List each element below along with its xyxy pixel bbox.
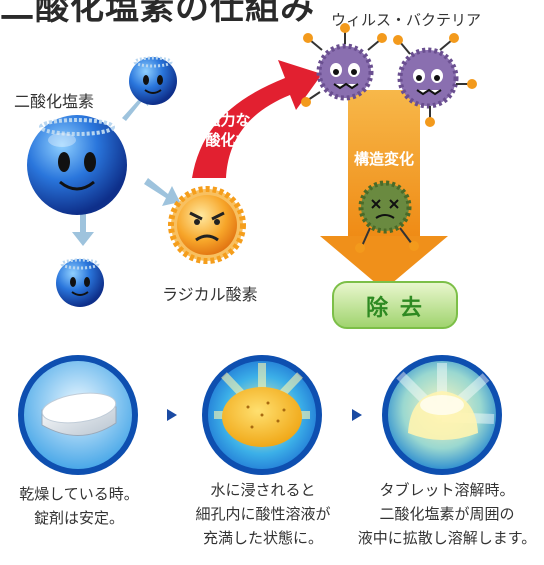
chlorine-dioxide-label: 二酸化塩素 [14, 92, 95, 111]
germ-defeated [355, 180, 419, 253]
structural-change-label: 構造変化 [353, 150, 414, 168]
removal-label: 除 去 [366, 296, 424, 321]
steps-illustration [18, 355, 502, 475]
dry-tablet [41, 392, 117, 436]
chlorine-dioxide-molecule [27, 115, 127, 215]
mechanism-diagram [27, 23, 477, 329]
small-molecule-bottom [56, 258, 104, 307]
step3-circle [382, 355, 502, 475]
germ-left [301, 23, 387, 107]
strong-oxidation-line1: 強力な [205, 111, 251, 129]
step-arrow-2 [352, 409, 362, 421]
oxidation-arrow [192, 60, 322, 178]
removal-box [332, 281, 458, 329]
small-molecule-top [129, 56, 177, 105]
germ-right [393, 33, 477, 127]
radical-oxygen-label: ラジカル酸素 [162, 285, 258, 304]
wet-tablet [222, 387, 302, 447]
strong-oxidation-line2: 酸化力 [205, 131, 251, 149]
step2-circle [202, 355, 322, 475]
step1-circle [18, 355, 138, 475]
dissolving-tablet [408, 391, 478, 440]
step3-caption: タブレット溶解時。 二酸化塩素が周囲の 液中に拡散し溶解します。 [357, 481, 537, 547]
step2-caption: 水に浸されると 細孔内に酸性溶液が 充満した状態に。 [195, 481, 331, 547]
virus-bacteria-label: ウィルス・バクテリア [331, 11, 482, 29]
step-arrow-1 [167, 409, 177, 421]
step1-caption: 乾燥している時。 錠剤は安定。 [19, 485, 139, 527]
strong-oxidation-label: 強力な 酸化力 [197, 110, 259, 150]
page-title: 二酸化塩素の仕組み [0, 0, 315, 28]
radical-oxygen-sun [168, 186, 246, 264]
